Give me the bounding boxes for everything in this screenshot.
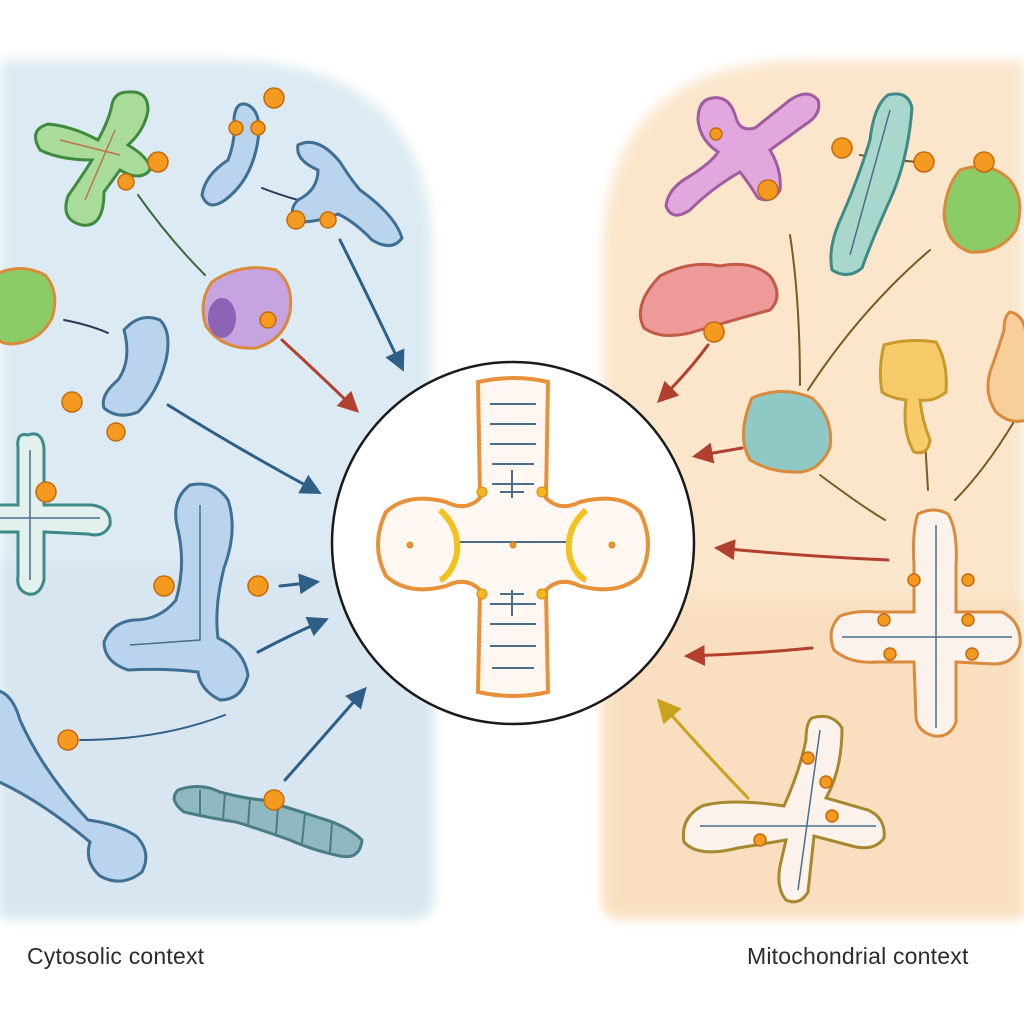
arrow-red: [280, 338, 360, 413]
orange-coil-molecule: [986, 310, 1024, 423]
mitochondrial-context-label: Mitochondrial context: [747, 943, 969, 969]
connector-line: [137, 194, 206, 276]
arrow-red: [713, 539, 890, 562]
blue-bent-molecule: [200, 102, 261, 207]
teal-rod-molecule: [829, 92, 914, 276]
left-connectors: [63, 187, 405, 782]
arrow-blue: [256, 616, 329, 654]
cytosolic-context-label: Cytosolic context: [27, 943, 205, 969]
arrow-red: [657, 343, 710, 403]
blue-cross-molecule: [0, 432, 112, 596]
trna-stem-rungs: [454, 403, 572, 669]
arrow-blue: [278, 573, 321, 595]
white-cross-molecule-lower: [681, 714, 886, 904]
green-globule: [0, 267, 57, 346]
connector-line: [954, 419, 1016, 501]
connector-line: [807, 249, 931, 391]
green-globule: [942, 165, 1022, 254]
trna-cloverleaf-cross: [376, 376, 650, 698]
arrow-gold: [656, 698, 750, 800]
blue-hook-molecule: [291, 140, 404, 247]
connector-line: [79, 714, 226, 741]
arrow-blue: [283, 686, 367, 782]
arrow-red: [691, 442, 744, 464]
connector-line: [819, 474, 886, 521]
pink-cross-molecule: [664, 92, 821, 217]
blue-curved-molecule: [101, 316, 170, 417]
arrow-blue: [338, 238, 405, 372]
binding-site-dots-left: [35, 87, 337, 811]
red-capsule-molecule: [639, 262, 779, 337]
binding-site-dots-right: [703, 127, 995, 847]
blue-rod-molecule: [0, 689, 148, 883]
arrow-blue: [166, 403, 322, 494]
connector-line: [63, 319, 109, 334]
purple-barrel-molecule: [201, 266, 293, 350]
white-cross-molecule: [829, 508, 1022, 738]
blue-y-molecule: [102, 482, 250, 702]
connector-line: [789, 234, 801, 386]
green-cross-molecule: [34, 90, 152, 227]
teal-helix-molecule: [172, 785, 364, 859]
teal-globule: [741, 390, 833, 474]
trna-loop-markers: [406, 486, 616, 600]
yellow-mushroom-molecule: [878, 339, 948, 455]
center-focus: [330, 360, 696, 726]
connector-line: [261, 187, 299, 201]
arrow-red: [683, 644, 814, 666]
